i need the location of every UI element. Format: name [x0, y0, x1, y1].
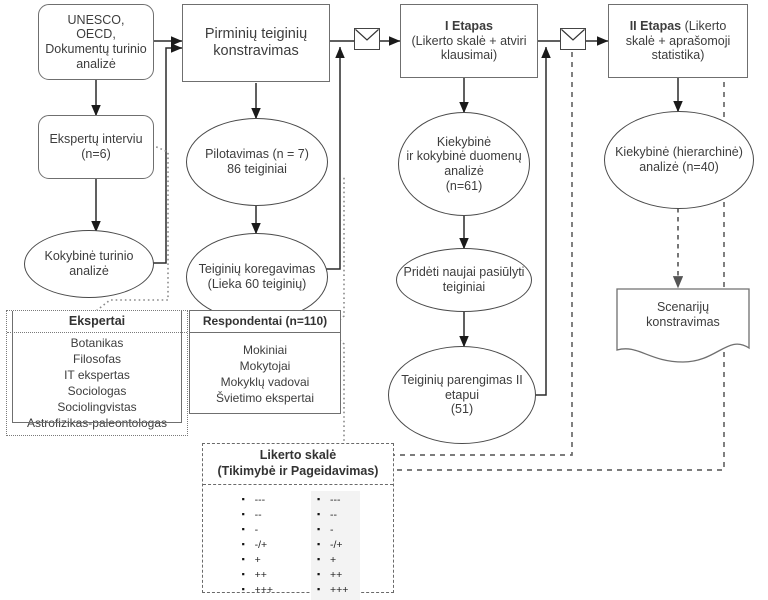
hier-line2: analizė (n=40): [639, 160, 719, 174]
node-quant-qual-analysis[interactable]: Kiekybinė ir kokybinė duomenų analizė (n…: [398, 112, 530, 216]
likert-columns: --- -- - -/+ + ++ +++ --- -- - -/+ + ++: [203, 485, 393, 600]
respondents-group: Respondentai (n=110) Mokiniai Mokytojai …: [189, 310, 341, 414]
stage2-bold: II Etapas: [629, 18, 682, 33]
likert-item: -/+: [242, 538, 273, 553]
likert-scale-group: Likerto skalė (Tikimybė ir Pageidavimas)…: [202, 443, 394, 600]
list-item: Švietimo ekspertai: [215, 390, 315, 405]
list-item: Mokiniai: [242, 343, 287, 357]
correction-line2: (Lieka 60 teiginių): [207, 277, 307, 291]
respondents-divider: [190, 332, 340, 333]
list-item: Sociologas: [67, 383, 127, 398]
qualitative-line1: Kokybinė turinio: [44, 249, 134, 264]
likert-item: +: [242, 553, 273, 568]
likert-divider: [203, 484, 393, 486]
addnew-line2: teiginiai: [442, 280, 486, 294]
node-prepare-stage-2[interactable]: Teiginių parengimas II etapui (51): [388, 346, 536, 444]
envelope-icon-1[interactable]: [354, 28, 380, 50]
node-hierarchical-analysis[interactable]: Kiekybinė (hierarchinė) analizė (n=40): [604, 111, 754, 209]
list-item: Botanikas: [70, 336, 124, 350]
envelope-icon-2[interactable]: [560, 28, 586, 50]
node-stage-2[interactable]: II Etapas (Likerto skalė + aprašomoji st…: [608, 4, 748, 78]
scenario-line1: Scenarijų: [656, 300, 710, 314]
sources-line1: UNESCO,: [67, 12, 125, 27]
likert-column-desirability: --- -- - -/+ + ++ +++: [311, 491, 361, 600]
experts-divider: [7, 332, 187, 333]
likert-item: ---: [242, 493, 273, 508]
likert-item: -: [242, 523, 273, 538]
list-item: IT ekspertas: [64, 367, 130, 382]
likert-item: ++: [242, 568, 273, 583]
prepare-line3: (51): [450, 402, 474, 417]
respondents-list: Mokiniai Mokytojai Mokyklų vadovai Šviet…: [190, 333, 340, 407]
experts-group: Ekspertai Botanikas Filosofas IT ekspert…: [6, 310, 188, 436]
quantqual-line4: (n=61): [445, 178, 483, 193]
likert-item: -/+: [317, 538, 348, 553]
sources-line2: OECD,: [76, 27, 116, 42]
list-item: Mokyklų vadovai: [220, 374, 310, 389]
node-piloting[interactable]: Pilotavimas (n = 7) 86 teiginiai: [186, 118, 328, 206]
likert-title: Likerto skalė (Tikimybė ir Pageidavimas): [203, 444, 393, 484]
likert-item: --: [317, 508, 348, 523]
quantqual-line3: analizė: [444, 164, 484, 178]
node-scenario-construction[interactable]: Scenarijų konstravimas: [616, 288, 750, 364]
prepare-line2: etapui: [444, 387, 480, 402]
experts-list: Botanikas Filosofas IT ekspertas Sociolo…: [7, 333, 187, 432]
prepare-line1: Teiginių parengimas II: [401, 372, 523, 387]
likert-column-probability: --- -- - -/+ + ++ +++: [236, 491, 285, 599]
sources-line4: analizė: [76, 56, 116, 71]
stage1-bold: I Etapas: [445, 18, 493, 33]
node-qualitative-content-analysis[interactable]: Kokybinė turinio analizė: [24, 230, 154, 298]
piloting-line2: 86 teiginiai: [227, 162, 287, 176]
node-expert-interview[interactable]: Ekspertų interviu (n=6): [38, 115, 154, 179]
respondents-header: Respondentai (n=110): [202, 314, 328, 328]
quantqual-line1: Kiekybinė: [436, 134, 492, 149]
likert-item: +: [317, 553, 348, 568]
list-item: Astrofizikas-paleontologas: [26, 415, 168, 430]
piloting-line1: Pilotavimas (n = 7): [205, 147, 309, 162]
scenario-label: Scenarijų konstravimas: [616, 300, 750, 330]
expert-interview-line2: (n=6): [81, 147, 111, 161]
addnew-line1: Pridėti naujai pasiūlyti: [403, 265, 525, 280]
likert-title-line1: Likerto skalė: [259, 448, 337, 462]
stage2-line3: statistika): [651, 48, 705, 63]
list-item: Mokytojai: [239, 358, 291, 373]
list-item: Filosofas: [72, 351, 122, 366]
initial-statements-line2: konstravimas: [213, 43, 299, 59]
node-statement-correction[interactable]: Teiginių koregavimas (Lieka 60 teiginių): [186, 233, 328, 321]
initial-statements-line1: Pirminių teiginių: [204, 25, 308, 42]
expert-interview-line1: Ekspertų interviu: [49, 132, 143, 147]
likert-title-line2: (Tikimybė ir Pageidavimas): [217, 463, 379, 478]
likert-item: +++: [317, 583, 348, 598]
list-item: Sociolingvistas: [57, 399, 137, 414]
correction-line1: Teiginių koregavimas: [198, 262, 316, 277]
scenario-line2: konstravimas: [646, 315, 720, 329]
likert-item: -: [317, 523, 348, 538]
likert-item: --: [242, 508, 273, 523]
node-stage-1[interactable]: I Etapas (Likerto skalė + atviri klausim…: [400, 4, 538, 78]
sources-line3: Dokumentų turinio: [45, 42, 147, 56]
experts-header: Ekspertai: [68, 314, 126, 328]
stage2-line2: skalė + aprašomoji: [625, 33, 731, 48]
node-add-new-statements[interactable]: Pridėti naujai pasiūlyti teiginiai: [396, 248, 532, 312]
node-sources[interactable]: UNESCO, OECD, Dokumentų turinio analizė: [38, 4, 154, 80]
qualitative-line2: analizė: [69, 264, 109, 278]
node-initial-statements[interactable]: Pirminių teiginių konstravimas: [182, 4, 330, 82]
likert-item: ++: [317, 568, 348, 583]
hier-line1: Kiekybinė (hierarchinė): [615, 145, 743, 160]
stage1-line3: klausimai): [440, 48, 498, 63]
likert-item: ---: [317, 493, 348, 508]
stage2-rest: (Likerto: [681, 18, 727, 33]
likert-item: +++: [242, 583, 273, 598]
quantqual-line2: ir kokybinė duomenų: [406, 149, 522, 164]
stage1-line2: (Likerto skalė + atviri: [411, 33, 527, 48]
